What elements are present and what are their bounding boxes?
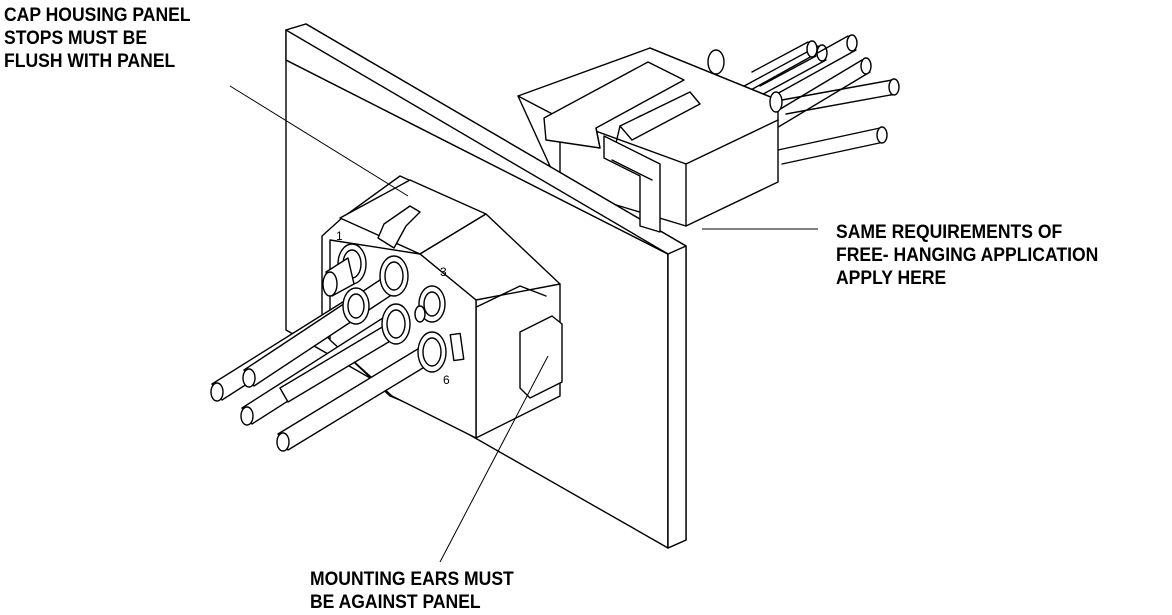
leader-mounting-ears [439,355,549,563]
callout-cap-housing-line-3: FLUSH WITH PANEL [4,50,176,72]
leader-cap-housing [229,85,409,197]
callout-cap-housing-line-1: CAP HOUSING PANEL [4,4,191,26]
callout-mounting-ears-line-1: MOUNTING EARS MUST [310,568,514,590]
callout-same-requirements-line-3: APPLY HERE [836,267,947,289]
pin-label-3: 3 [440,265,447,279]
pin-labels: 1 3 6 [336,229,450,387]
callout-mounting-ears-line-2: BE AGAINST PANEL [310,591,481,613]
rear-plug-housing [517,34,900,227]
callout-same-requirements: SAME REQUIREMENTS OF FREE- HANGING APPLI… [836,221,1098,290]
callout-same-requirements-line-2: FREE- HANGING APPLICATION [836,244,1099,266]
callout-same-requirements-line-1: SAME REQUIREMENTS OF [836,221,1063,243]
callout-mounting-ears: MOUNTING EARS MUST BE AGAINST PANEL [310,568,514,614]
rear-housing-clip [603,135,661,233]
leader-lines [229,85,818,563]
pin-label-1: 1 [336,229,343,243]
callout-cap-housing: CAP HOUSING PANEL STOPS MUST BE FLUSH WI… [4,4,191,73]
contact-rings [322,243,447,373]
callout-cap-housing-line-2: STOPS MUST BE [4,27,148,49]
pin-label-6: 6 [443,373,450,387]
